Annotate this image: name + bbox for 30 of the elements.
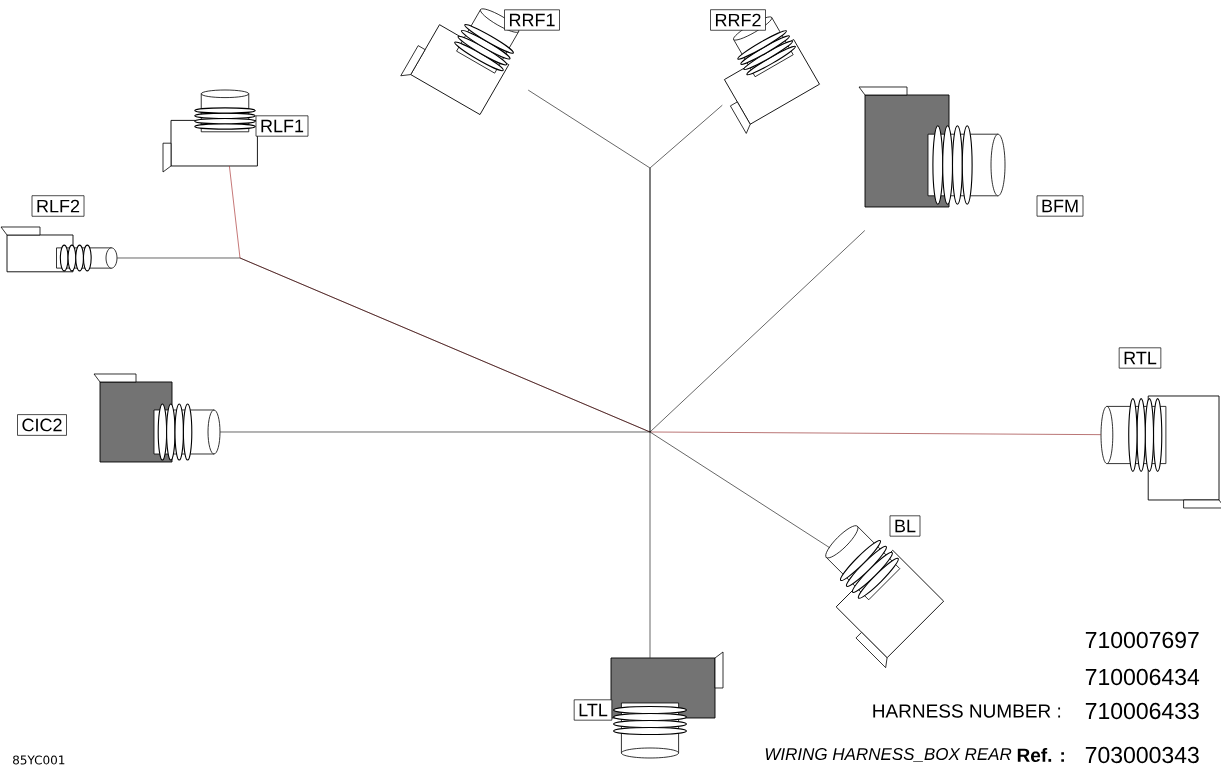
part-number: 710006433 [1085, 702, 1199, 720]
wire [649, 230, 866, 433]
wire [649, 104, 723, 433]
connector-drawing [162, 89, 258, 173]
connector-label: RLF2 [31, 195, 85, 217]
harness-number-label: HARNESS NUMBER : [873, 704, 1061, 718]
connector-drawing [0, 226, 118, 273]
part-number: 703000343 [1085, 746, 1199, 764]
wire [116, 257, 651, 433]
reference-label: Ref. : [1017, 748, 1064, 762]
wire [649, 431, 651, 659]
connector-label: BL [889, 515, 921, 537]
connector-label: LTL [573, 699, 613, 721]
connector-drawing [93, 373, 221, 463]
connector-drawing [858, 86, 1006, 208]
wire [219, 431, 651, 433]
connector-label: RRF2 [710, 9, 766, 31]
drawing-code: 85YC001 [13, 755, 65, 765]
connector-drawing [610, 651, 724, 759]
connector-label: RRF1 [504, 9, 560, 31]
connector-label: RLF1 [255, 115, 309, 137]
connector-label: CIC2 [17, 414, 67, 436]
connector-drawing [1100, 395, 1221, 509]
connector-label: BFM [1036, 195, 1084, 217]
part-number: 710006434 [1085, 668, 1200, 686]
connector-label: RTL [1118, 347, 1162, 369]
wire [649, 431, 1102, 435]
wire [649, 431, 831, 549]
harness-title: WIRING HARNESS_BOX REAR [765, 748, 1012, 762]
part-number: 710007697 [1085, 631, 1199, 649]
